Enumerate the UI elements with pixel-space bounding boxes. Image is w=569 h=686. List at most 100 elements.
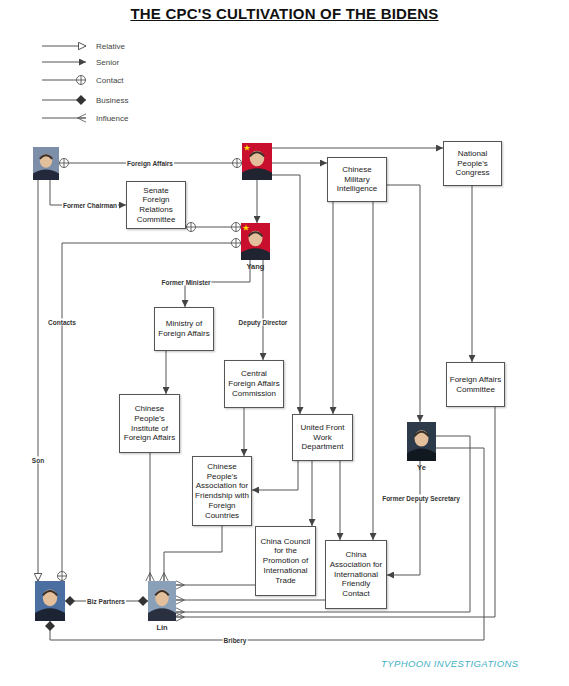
portrait-photo: Yang <box>241 223 270 260</box>
portrait-shoulders <box>407 449 436 461</box>
connector <box>387 461 420 575</box>
portrait-background <box>242 143 272 180</box>
portrait-hair <box>43 591 57 595</box>
connector <box>176 436 470 612</box>
portrait-head <box>155 589 168 606</box>
legend-sample <box>42 62 86 63</box>
organisation-box: Central Foreign Affairs Commission <box>224 360 284 408</box>
connector <box>252 461 298 490</box>
connector <box>272 148 443 149</box>
edge-label: Former Deputy Secretary <box>381 495 461 502</box>
connector <box>340 461 341 540</box>
portrait-background <box>35 581 65 621</box>
connector <box>59 163 242 164</box>
flag-star <box>243 224 250 230</box>
box-label: National People's Congress <box>446 149 499 178</box>
organisation-box: China Council for the Promotion of Inter… <box>255 526 316 596</box>
legend-text: Influence <box>96 114 128 123</box>
connector <box>50 448 484 640</box>
portrait-shoulders <box>35 608 65 621</box>
portrait-background <box>33 147 59 180</box>
organisation-box: China Association for International Frie… <box>325 540 387 609</box>
portrait-hair <box>250 152 264 156</box>
flag-star <box>244 144 251 150</box>
organisation-box: Chinese People's Association for Friends… <box>192 456 252 526</box>
connector <box>38 180 39 581</box>
portrait-background <box>407 422 436 461</box>
portrait-shoulders <box>242 168 272 180</box>
organisation-box: Foreign Affairs Committee <box>446 362 505 407</box>
box-label: Ministry of Foreign Affairs <box>157 319 211 339</box>
watermark-text: TYPHOON INVESTIGATIONS <box>381 658 518 669</box>
box-label: Central Foreign Affairs Commission <box>227 369 281 398</box>
person-name: Lin <box>156 623 167 632</box>
legend-text: Senior <box>96 58 119 67</box>
portrait-photo: Lin <box>148 581 176 621</box>
portrait-image <box>407 422 436 461</box>
legend-samples <box>42 46 86 118</box>
box-label: Chinese People's Institute of Foreign Af… <box>122 404 177 443</box>
portrait-image <box>242 143 272 180</box>
portrait-photo <box>242 143 272 180</box>
organisation-box: United Front Work Department <box>292 414 353 461</box>
connector <box>185 260 250 307</box>
organisation-box: Chinese Military Intelligence <box>327 157 387 202</box>
connector <box>333 202 334 414</box>
person-name: Yang <box>247 262 265 271</box>
legend-text: Contact <box>96 76 124 85</box>
portrait-photo: Ye <box>407 422 436 461</box>
box-label: Chinese Military Intelligence <box>330 165 384 194</box>
diagram-title: THE CPC'S CULTIVATION OF THE BIDENS <box>0 5 569 22</box>
legend-sample <box>42 118 86 119</box>
portrait-background <box>148 581 176 621</box>
connector <box>150 453 151 581</box>
connector <box>176 407 495 617</box>
portrait-hair <box>40 155 52 159</box>
portrait-head <box>40 154 52 168</box>
portrait-head <box>43 589 57 606</box>
person-name: Ye <box>417 463 426 472</box>
connector <box>176 585 255 586</box>
legend-text: Relative <box>96 42 125 51</box>
organisation-box: National People's Congress <box>443 141 502 186</box>
organisation-box: Senate Foreign Relations Committee <box>126 181 186 229</box>
box-label: United Front Work Department <box>295 423 350 452</box>
portrait-image <box>241 223 270 260</box>
connector <box>176 600 325 601</box>
portrait-hair <box>155 591 168 595</box>
portrait-hair <box>249 232 263 236</box>
portrait-image <box>35 581 65 621</box>
portrait-head <box>249 231 263 247</box>
organisation-box: Ministry of Foreign Affairs <box>154 307 214 351</box>
portrait-head <box>415 430 429 446</box>
box-label: Chinese People's Association for Friends… <box>195 462 249 521</box>
portrait-shoulders <box>33 169 59 180</box>
connector <box>65 601 148 602</box>
box-label: Senate Foreign Relations Committee <box>129 186 183 225</box>
connector <box>257 180 258 223</box>
connector <box>166 351 167 394</box>
connector <box>272 163 327 164</box>
connector <box>244 408 245 456</box>
portrait-background <box>241 223 270 260</box>
box-label: China Association for International Frie… <box>328 550 384 599</box>
portrait-image <box>148 581 176 621</box>
portrait-hair <box>415 432 429 436</box>
portrait-photo <box>35 581 65 621</box>
connector <box>387 185 420 422</box>
legend-sample <box>42 46 86 47</box>
box-label: China Council for the Promotion of Inter… <box>258 537 313 586</box>
connector <box>62 243 241 581</box>
legend-text: Business <box>96 96 128 105</box>
connector <box>186 227 241 228</box>
portrait-photo <box>33 147 59 180</box>
portrait-shoulders <box>148 608 176 621</box>
connector <box>164 526 222 581</box>
connector <box>373 202 374 540</box>
connector <box>312 461 313 526</box>
organisation-box: Chinese People's Institute of Foreign Af… <box>119 394 180 453</box>
portrait-head <box>250 151 264 167</box>
legend-sample <box>42 100 86 101</box>
